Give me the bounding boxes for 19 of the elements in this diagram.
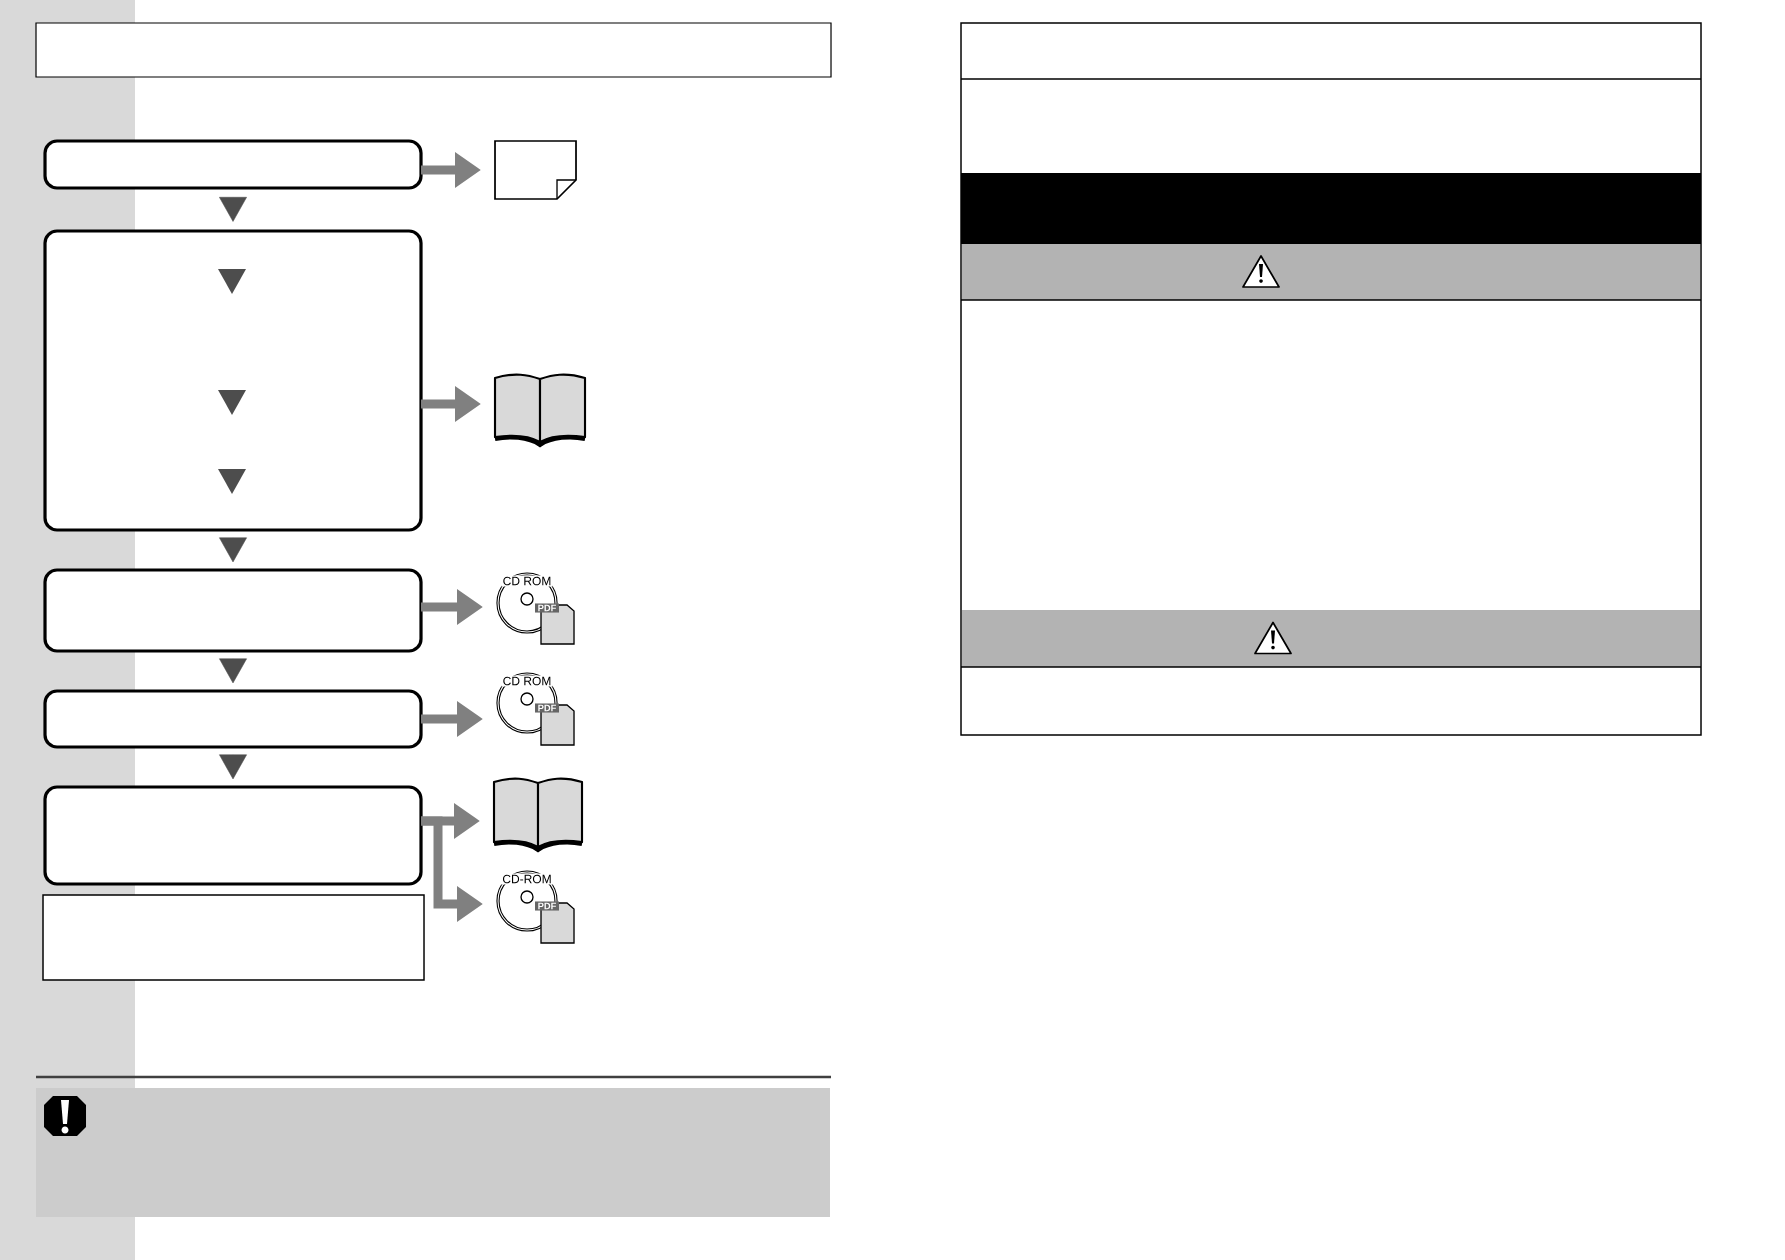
book-icon — [493, 373, 587, 447]
arrow — [219, 196, 247, 222]
file-tag: PDF — [535, 901, 559, 911]
file-tag: PDF — [535, 603, 559, 613]
process-box — [43, 568, 423, 653]
icon-caption: CD-ROM — [501, 873, 553, 885]
process-box — [43, 689, 423, 749]
process-box — [43, 139, 423, 190]
note-box — [42, 894, 425, 981]
arrow — [219, 537, 247, 563]
arrow — [219, 658, 247, 684]
process-box — [43, 785, 423, 886]
file-tag: PDF — [535, 703, 559, 713]
icon-caption: CD ROM — [501, 575, 553, 587]
process-box — [43, 229, 423, 532]
icon-caption: CD ROM — [501, 675, 553, 687]
book-icon — [492, 777, 584, 852]
page-icon — [494, 140, 577, 200]
arrow — [219, 754, 247, 780]
